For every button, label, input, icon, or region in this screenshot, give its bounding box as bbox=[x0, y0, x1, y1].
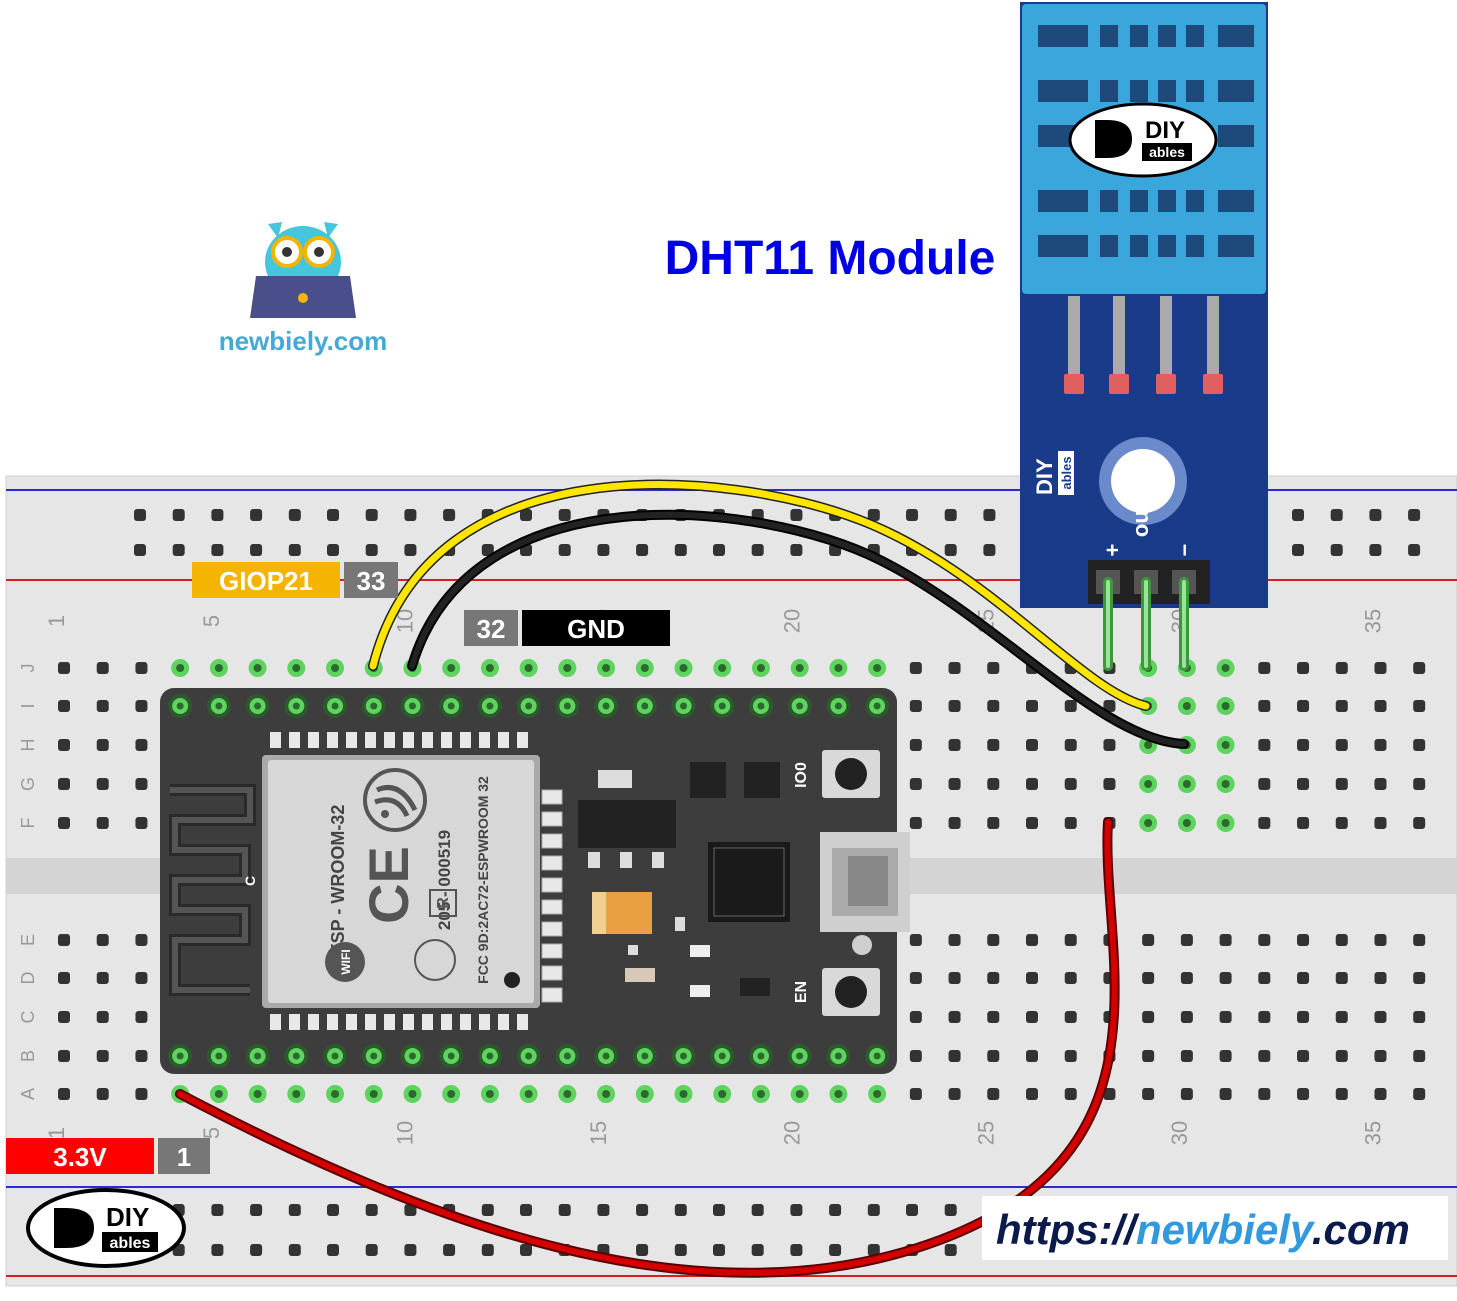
svg-text:ables: ables bbox=[110, 1235, 151, 1252]
row-letter: B bbox=[18, 1050, 38, 1062]
io0-button[interactable] bbox=[822, 750, 880, 798]
micro-usb-port bbox=[820, 832, 910, 955]
column-number: 30 bbox=[1167, 1121, 1192, 1145]
row-letter: E bbox=[18, 934, 38, 946]
pin-label-giop21: GIOP21 33 bbox=[192, 562, 398, 598]
svg-text:1: 1 bbox=[177, 1142, 191, 1172]
voltage-regulator bbox=[578, 800, 676, 848]
svg-text:ables: ables bbox=[1149, 144, 1185, 160]
cert-icon bbox=[414, 939, 456, 981]
module-header-pins bbox=[1103, 577, 1189, 671]
usb-uart-chip bbox=[708, 842, 790, 922]
column-number: 1 bbox=[44, 1127, 69, 1139]
column-number: 35 bbox=[1360, 1121, 1385, 1145]
wifi-text: WIFI bbox=[339, 949, 353, 974]
svg-text:32: 32 bbox=[477, 614, 506, 644]
url-suffix: .com bbox=[1312, 1206, 1410, 1253]
io0-label: IO0 bbox=[793, 762, 810, 788]
newbiely-logo: newbiely.com bbox=[219, 222, 388, 356]
sensor-logo: DIY ables bbox=[1068, 102, 1218, 178]
column-number: 5 bbox=[199, 615, 224, 627]
pin-label-3v3: 3.3V 1 bbox=[6, 1138, 210, 1174]
wifi-logo bbox=[325, 942, 365, 982]
esp32-header-pins bbox=[168, 694, 890, 1068]
svg-text:GIOP21: GIOP21 bbox=[219, 566, 313, 596]
sensor-legs bbox=[1064, 296, 1223, 394]
svg-text:https://newbiely.com: https://newbiely.com bbox=[996, 1206, 1410, 1253]
row-letter: C bbox=[18, 1011, 38, 1024]
module-pins bbox=[270, 732, 528, 1030]
module-label: ESP - WROOM-32 bbox=[328, 805, 348, 956]
wires bbox=[175, 479, 1189, 1278]
espressif-logo bbox=[363, 768, 427, 832]
antenna-mark: C bbox=[242, 876, 258, 886]
column-number: 5 bbox=[199, 1127, 224, 1139]
svg-text:DIY: DIY bbox=[106, 1202, 149, 1232]
row-letter: J bbox=[18, 664, 38, 673]
column-number: 25 bbox=[973, 1121, 998, 1145]
row-letter: H bbox=[18, 739, 38, 752]
row-letter: D bbox=[18, 972, 38, 985]
en-label: EN bbox=[793, 981, 810, 1003]
row-letter: I bbox=[18, 703, 38, 708]
svg-text:CE: CE bbox=[357, 846, 420, 924]
pin-out-label: out bbox=[1128, 502, 1153, 537]
cert-text: 205 - 000519 bbox=[435, 830, 454, 930]
transistor-1 bbox=[690, 762, 726, 798]
dht11-module: DIY ables DIY ables + out − bbox=[1020, 2, 1268, 608]
svg-text:DIY: DIY bbox=[1145, 117, 1185, 144]
column-number: 15 bbox=[586, 1121, 611, 1145]
connected-holes bbox=[171, 659, 1235, 1103]
side-pads bbox=[541, 789, 563, 1003]
pin1-dot bbox=[504, 972, 520, 988]
pin-plus-label: + bbox=[1100, 544, 1125, 557]
row-letter: G bbox=[18, 777, 38, 791]
svg-text:33: 33 bbox=[357, 566, 386, 596]
svg-text:DIY: DIY bbox=[1032, 458, 1057, 495]
esp32-board: C ESP - WROOM-32 205 - 000519 FCC 9D:2AC… bbox=[160, 688, 910, 1074]
module-side-logo: DIY ables bbox=[1032, 451, 1074, 495]
url-banner: https://newbiely.com bbox=[982, 1196, 1448, 1260]
svg-text:GND: GND bbox=[567, 614, 625, 644]
row-letter: A bbox=[18, 1088, 38, 1100]
url-prefix: https:// bbox=[996, 1206, 1140, 1253]
regulator-tab bbox=[598, 770, 632, 788]
transistor-2 bbox=[744, 762, 780, 798]
svg-text:ables: ables bbox=[1059, 456, 1074, 489]
fcc-text: FCC 9D:2AC72-ESPWROOM 32 bbox=[475, 776, 491, 984]
breadboard-row-letters: J I H G F E D C B A bbox=[18, 664, 38, 1101]
diyables-logo: DIY ables bbox=[26, 1188, 186, 1268]
r-mark-box bbox=[429, 889, 457, 917]
en-button[interactable] bbox=[822, 968, 880, 1016]
column-number: 10 bbox=[392, 1121, 417, 1145]
r-mark: R bbox=[435, 897, 452, 909]
url-domain: newbiely bbox=[1136, 1206, 1316, 1253]
column-number: 20 bbox=[780, 609, 805, 633]
ce-mark: CE bbox=[357, 846, 420, 924]
column-number: 35 bbox=[1360, 609, 1385, 633]
svg-text:3.3V: 3.3V bbox=[53, 1142, 107, 1172]
column-number: 20 bbox=[780, 1121, 805, 1145]
row-letter: F bbox=[18, 818, 38, 829]
pin-label-gnd: 32 GND bbox=[464, 610, 670, 646]
pin-minus-label: − bbox=[1172, 544, 1197, 557]
column-number: 1 bbox=[44, 615, 69, 627]
site-name: newbiely.com bbox=[219, 326, 388, 356]
sensor-grille bbox=[1038, 25, 1254, 257]
module-title: DHT11 Module bbox=[665, 232, 996, 285]
